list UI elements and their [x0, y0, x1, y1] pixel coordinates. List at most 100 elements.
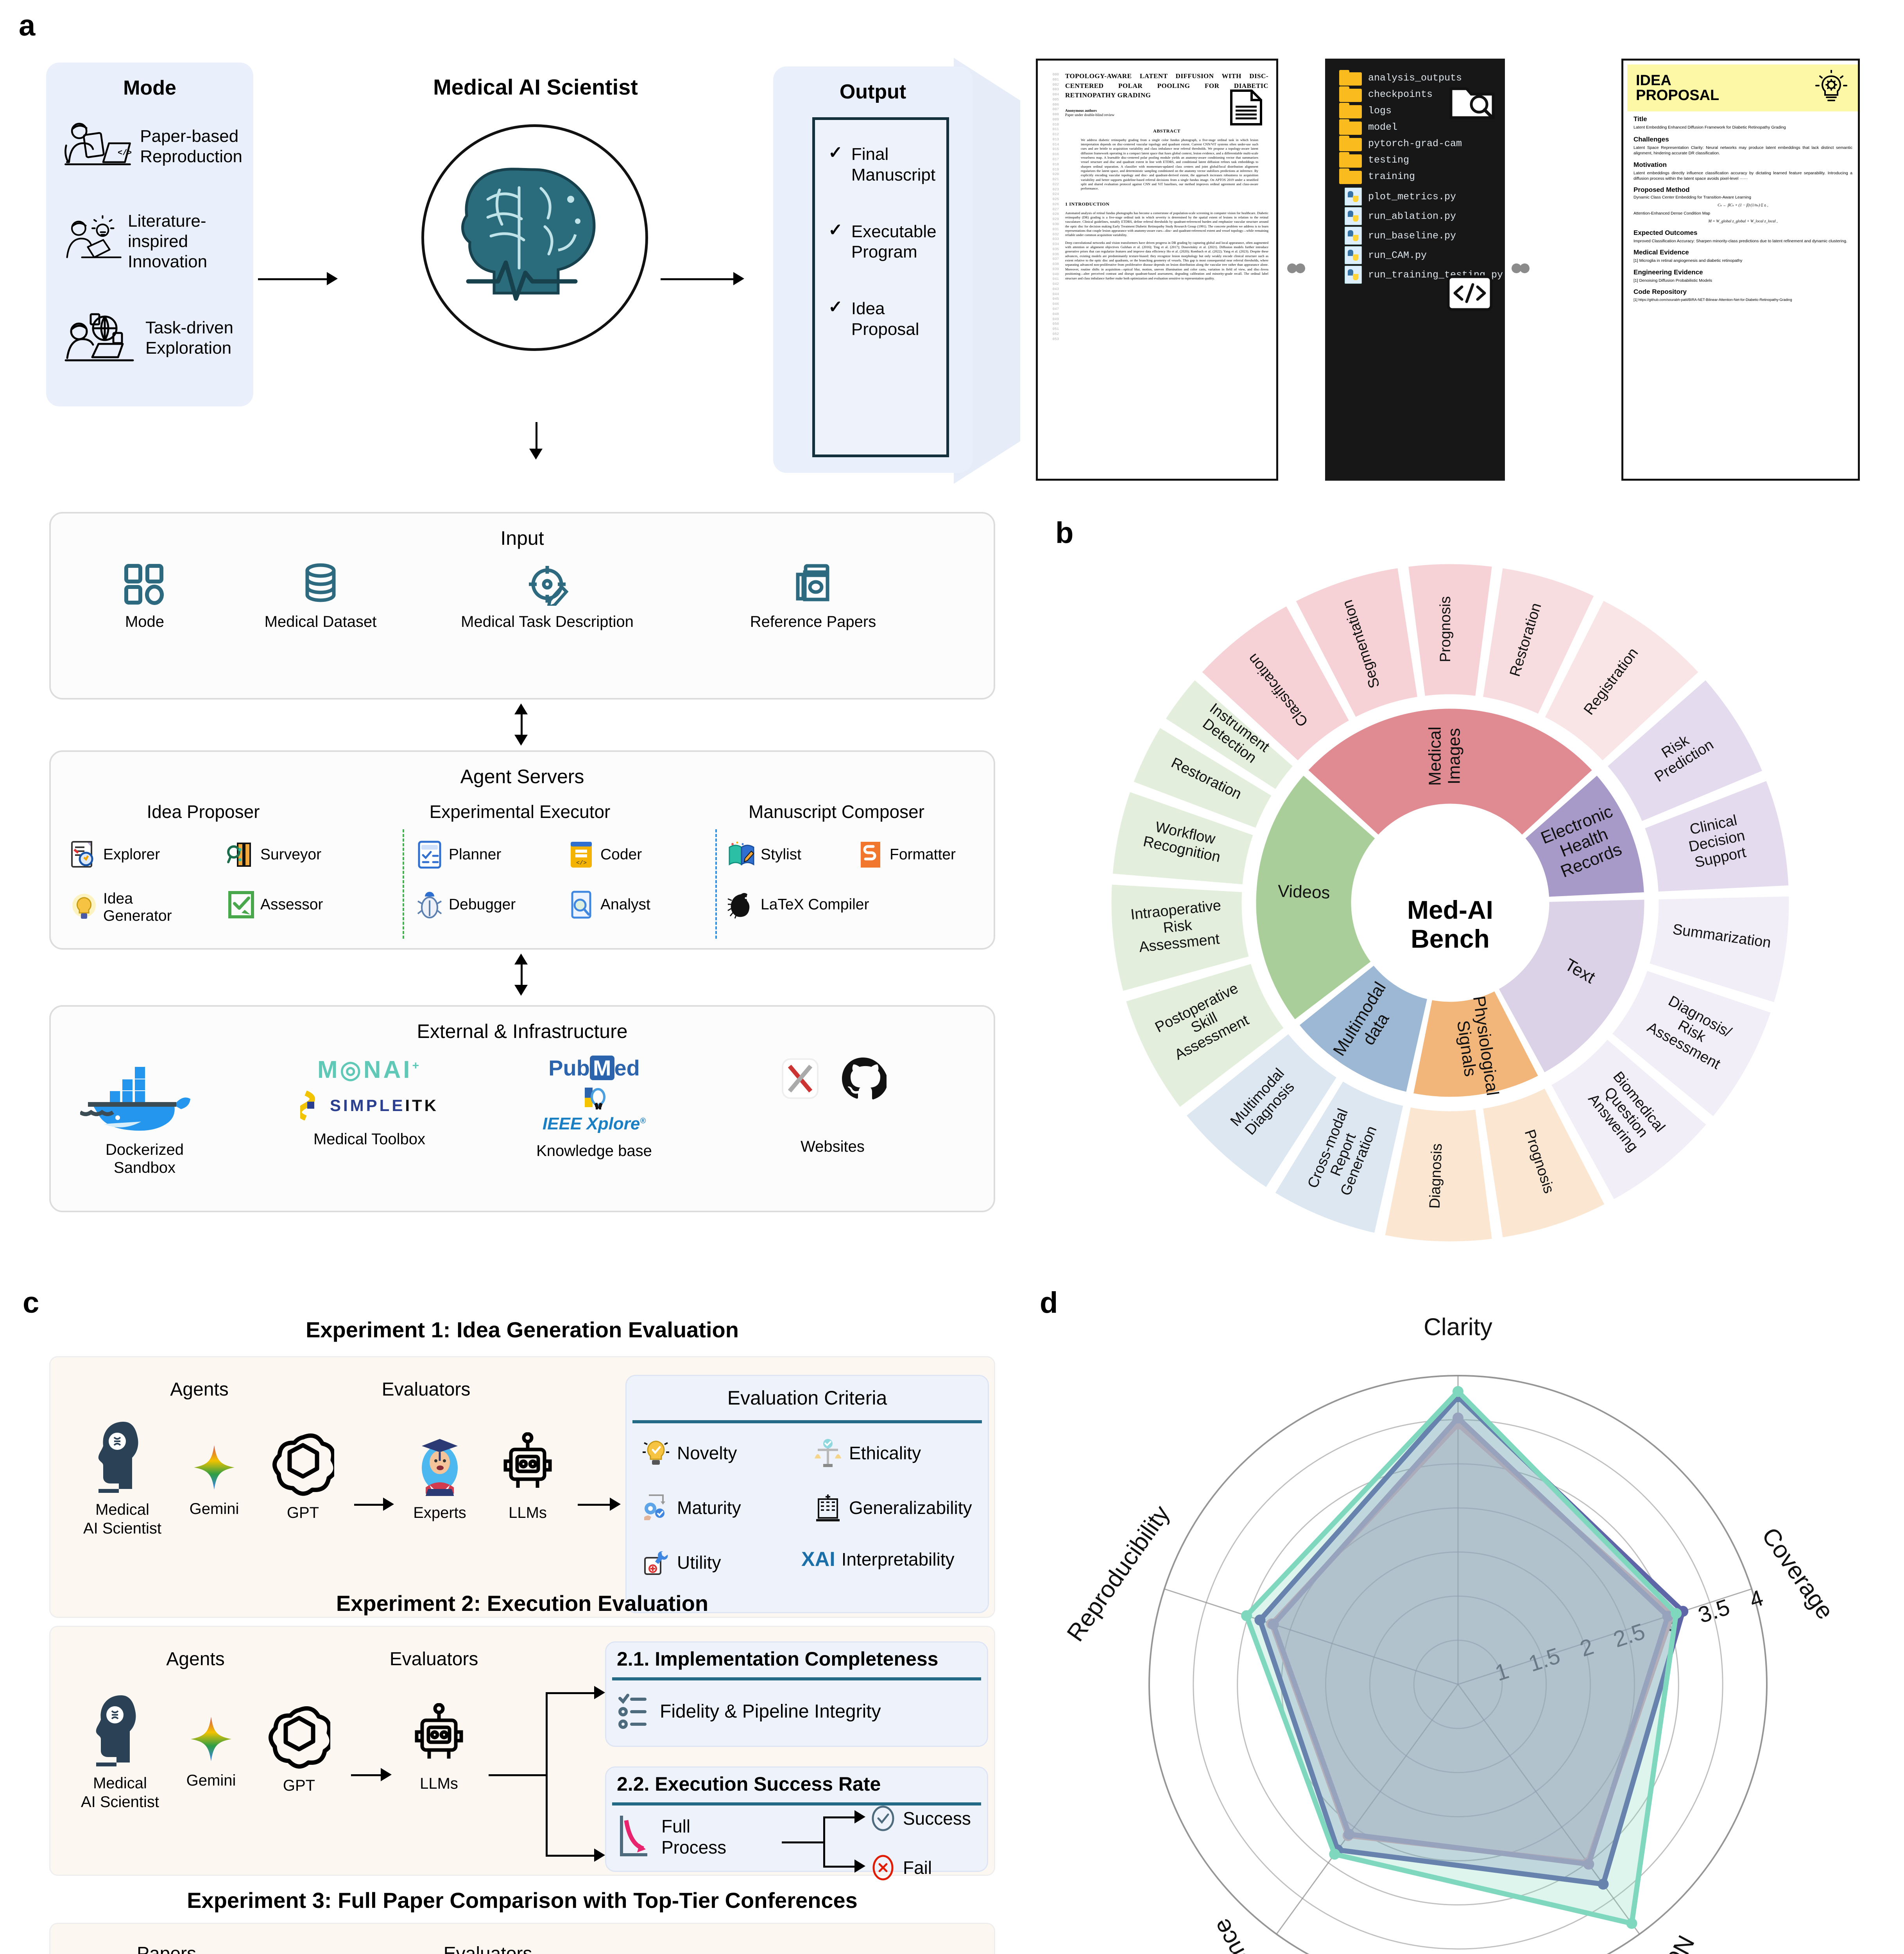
exp2-branch-down-head [594, 1848, 605, 1862]
sunburst-outer-6[interactable] [1641, 777, 1791, 895]
agent-analyst[interactable]: Analyst [567, 890, 650, 919]
agent-latex-compiler[interactable]: LaTeX Compiler [727, 890, 869, 919]
sunburst-outer-15[interactable] [1109, 882, 1252, 994]
exp1-criterion-generalizability[interactable]: Generalizability [813, 1493, 972, 1523]
agent-group-1-title: Experimental Executor [429, 802, 611, 822]
sunburst-inner-3[interactable] [1410, 988, 1542, 1100]
sunburst-inner-0[interactable] [1304, 706, 1596, 839]
openai-knot-icon [272, 1433, 338, 1496]
input-item-mode[interactable]: Mode [94, 563, 195, 631]
input-item-dataset[interactable]: Medical Dataset [246, 563, 395, 631]
agent-formatter[interactable]: Formatter [856, 840, 956, 869]
repo-file-1: run_ablation.py [1368, 210, 1456, 222]
sunburst-outer-10[interactable] [1480, 1085, 1608, 1240]
experiment-3-card [49, 1923, 995, 1954]
exp1-agent-gemini[interactable]: Gemini [171, 1442, 257, 1518]
sunburst-outer-2[interactable] [1405, 561, 1495, 699]
divider-dashed-2 [715, 829, 717, 939]
exp1-agent-gpt[interactable]: GPT [258, 1430, 348, 1522]
exp2-agent-medical-ai-scientist[interactable]: Medical AI Scientist [67, 1692, 173, 1811]
proposal-section-2-heading: Motivation [1634, 161, 1667, 168]
exp1-criterion-novelty[interactable]: Novelty [641, 1438, 737, 1468]
radar-point-miccai-2 [1598, 1879, 1609, 1890]
input-item-task[interactable]: Medical Task Description [418, 563, 676, 631]
agent-idea-generator[interactable]: Idea Generator [70, 890, 172, 924]
sunburst-outer-14[interactable] [1123, 960, 1288, 1111]
sunburst-outer-3[interactable] [1480, 565, 1598, 718]
sunburst-inner-2[interactable] [1495, 897, 1647, 1076]
exp2-evaluator-llms[interactable]: LLMs [394, 1703, 484, 1793]
agent-surveyor[interactable]: Surveyor [227, 840, 321, 869]
sunburst-outer-12[interactable] [1272, 1078, 1406, 1236]
sunburst-inner-1[interactable] [1521, 772, 1647, 900]
svg-text:</>: </> [576, 860, 587, 866]
exp2-outcome-1-label: Fail [903, 1857, 932, 1878]
docker-whale-icon [79, 1067, 190, 1131]
exp1-criterion-maturity[interactable]: Maturity [641, 1493, 741, 1523]
sunburst-outer-17[interactable] [1130, 724, 1275, 832]
agent-assessor[interactable]: Assessor [227, 890, 323, 919]
document-page-icon [1230, 89, 1262, 125]
exp2-sub2-box [605, 1766, 988, 1872]
exp2-outcome-down [823, 1866, 857, 1868]
exp2-sub1-item-label: Fidelity & Pipeline Integrity [660, 1701, 881, 1722]
input-item-dataset-label: Medical Dataset [264, 613, 377, 630]
sunburst-outer-0[interactable] [1198, 603, 1353, 764]
repo-mockup[interactable]: analysis_outputs checkpoints logs model … [1325, 59, 1505, 481]
sunburst-outer-9[interactable] [1548, 1036, 1710, 1203]
proposal-section-5-text: [1] Microglia in retinal angiogenesis an… [1634, 258, 1743, 263]
exp2-split-riser [546, 1692, 548, 1856]
sunburst-outer-5[interactable] [1604, 676, 1766, 825]
proposal-mockup[interactable]: IDEA PROPOSAL Title Latent Embedding Enh… [1621, 59, 1860, 481]
database-stack-icon [305, 563, 336, 602]
agent-planner[interactable]: Planner [415, 840, 501, 869]
exp1-agent-medical-ai-scientist[interactable]: Medical AI Scientist [70, 1419, 175, 1538]
output-item-0-label: Final Manuscript [851, 145, 936, 184]
exp1-criterion-ethicality[interactable]: Ethicality [813, 1438, 921, 1468]
sunburst-outer-8[interactable] [1608, 967, 1774, 1120]
external-item-docker[interactable]: Dockerized Sandbox [59, 1055, 231, 1177]
agent-latex-compiler-label: LaTeX Compiler [761, 896, 869, 913]
external-item-websites[interactable]: Websites [750, 1055, 915, 1156]
exp1-criterion-utility[interactable]: Utility [641, 1548, 721, 1577]
mode-item-2-label: Task-driven Exploration [145, 318, 233, 358]
output-title: Output [839, 81, 906, 103]
sunburst-outer-13[interactable] [1183, 1030, 1340, 1191]
agent-debugger[interactable]: Debugger [415, 890, 516, 919]
mode-item-0[interactable]: </> Paper-based Reproduction [63, 117, 242, 176]
mode-item-2[interactable]: Task-driven Exploration [63, 309, 242, 367]
exp1-arrow-2-head [610, 1498, 621, 1511]
exp2-agent-gemini[interactable]: Gemini [168, 1714, 254, 1789]
latex-bird-icon [727, 893, 750, 919]
sunburst-inner-4[interactable] [1295, 962, 1431, 1095]
sunburst-outer-1[interactable] [1292, 565, 1420, 721]
agent-coder[interactable]: </> Coder [567, 840, 642, 869]
sunburst-inner-5[interactable] [1253, 772, 1379, 1023]
experiment-1-title: Experiment 1: Idea Generation Evaluation [306, 1317, 739, 1342]
python-file-icon [1345, 266, 1362, 284]
sunburst-outer-16[interactable] [1110, 788, 1257, 888]
agent-explorer[interactable]: Explorer [70, 840, 160, 869]
exp1-evaluator-experts[interactable]: Experts [395, 1430, 485, 1522]
output-item-2-label: Idea Proposal [851, 299, 919, 339]
external-item-toolbox[interactable]: M◎NAI+ SIMPLEITK Medical Toolbox [285, 1055, 453, 1148]
sunburst-outer-18[interactable] [1162, 676, 1297, 793]
sunburst-outer-11[interactable] [1382, 1104, 1495, 1244]
arrow-input-agents-down [514, 735, 528, 746]
exp1-evaluator-llms[interactable]: LLMs [485, 1432, 571, 1522]
folder-icon [1339, 152, 1362, 168]
input-item-papers[interactable]: Reference Papers [715, 563, 911, 631]
exp2-agent-gpt[interactable]: GPT [254, 1703, 344, 1795]
agent-group-2-title: Manuscript Composer [749, 802, 924, 822]
agent-stylist[interactable]: Stylist [727, 840, 801, 869]
exp2-sub1-item[interactable]: Fidelity & Pipeline Integrity [618, 1692, 881, 1730]
exp2-sub2-item[interactable]: Full Process [618, 1813, 726, 1860]
mode-item-1[interactable]: Literature-inspired Innovation [63, 211, 242, 272]
experiment-3-title: Experiment 3: Full Paper Comparison with… [187, 1888, 858, 1913]
sunburst-outer-4[interactable] [1541, 597, 1702, 764]
sunburst-center-label: Med-AI Bench [1407, 895, 1493, 953]
sunburst-outer-7[interactable] [1646, 893, 1792, 1006]
exp1-criterion-interpretability[interactable]: XAI Interpretability [801, 1548, 955, 1571]
